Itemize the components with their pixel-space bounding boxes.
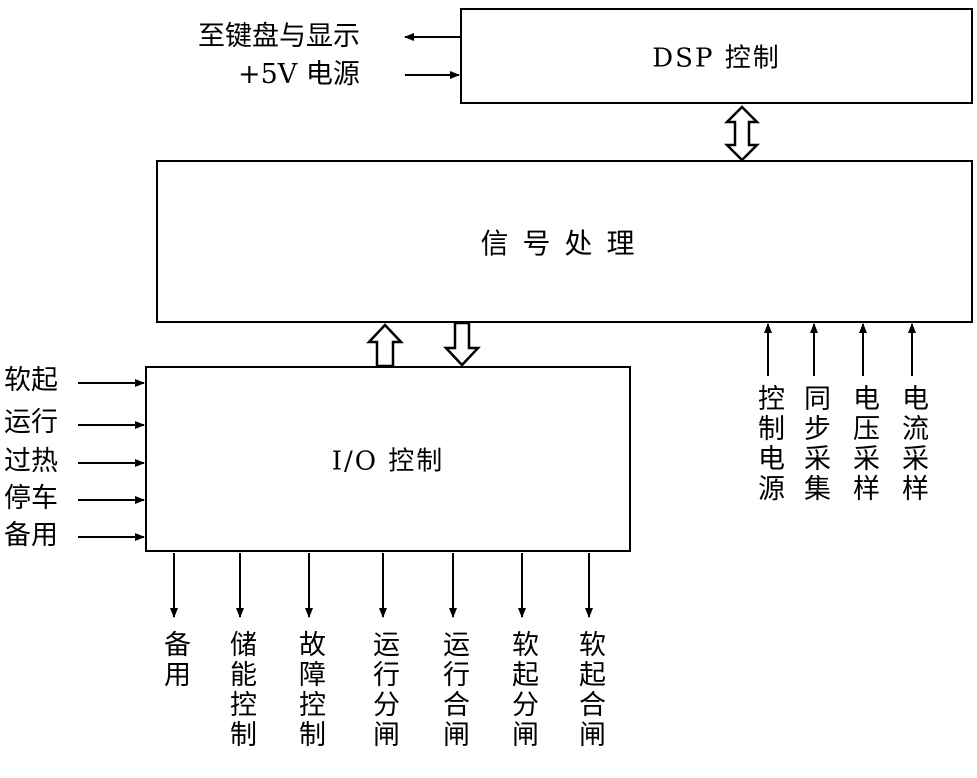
io-input-label: 运行 [4,407,58,438]
signal-processing-label: 信号处理 [480,226,649,260]
io-output-label: 故障控制 [294,630,325,750]
dsp-signal-bus-arrow [723,105,761,162]
io-to-signal-arrow [366,323,404,368]
io-input-label: 停车 [4,483,58,514]
dsp-control-block: DSP 控制 [460,8,973,104]
io-input-label: 软起 [4,365,58,396]
signal-processing-block: 信号处理 [156,160,973,323]
signal-input-label: 电压采样 [848,384,879,504]
signal-input-label: 同步采集 [799,384,830,504]
io-input-label: 过热 [4,446,58,477]
to-keyboard-display-label: 至键盘与显示 [198,21,360,52]
signal-to-io-arrow [443,321,481,367]
io-control-block: I/O 控制 [145,366,631,552]
signal-input-label: 电流采样 [897,384,928,504]
io-input-label: 备用 [4,520,58,551]
io-output-label: 运行分闸 [368,630,399,750]
io-output-label: 运行合闸 [438,630,469,750]
io-control-label: I/O 控制 [331,446,445,477]
io-output-label: 软起分闸 [507,630,538,750]
io-output-label: 备用 [159,630,190,690]
power-5v-label: +5V 电源 [238,59,360,90]
signal-input-label: 控制电源 [753,384,784,504]
dsp-control-label: DSP 控制 [652,43,781,74]
io-output-label: 储能控制 [225,630,256,750]
io-output-label: 软起合闸 [574,630,605,750]
